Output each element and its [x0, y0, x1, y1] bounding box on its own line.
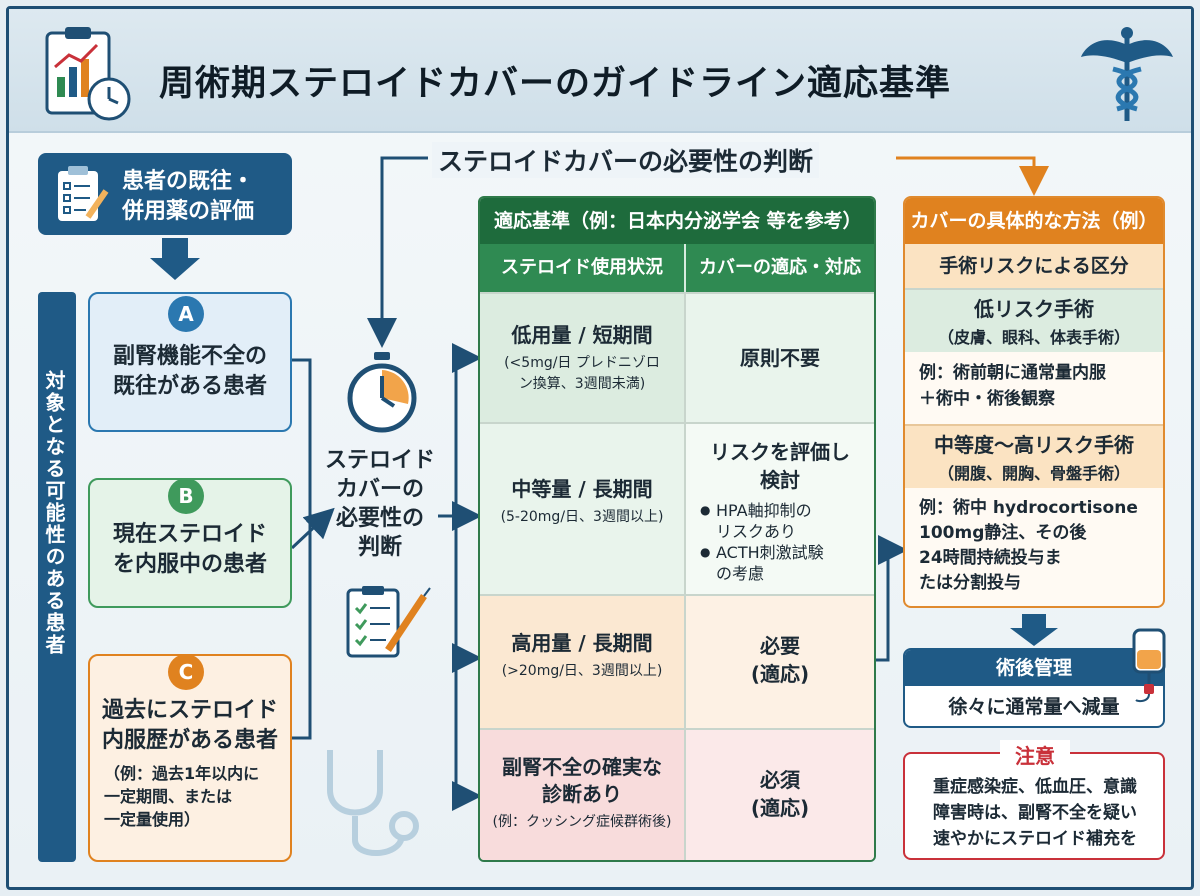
patient-b-text: 現在ステロイド を内服中の患者 [112, 522, 267, 577]
table-row: 中等量 / 長期間 (5-20mg/日、3週間以上) リスクを評価し 検討 HP… [480, 422, 874, 594]
judgement-label: ステロイド カバーの 必要性の 判断 [324, 448, 435, 560]
judgement-top-label: ステロイドカバーの必要性の判断 [432, 142, 820, 178]
table-row: 低用量 / 短期間 (<5mg/日 プレドニゾロ ン換算、3週間未満) 原則不要 [480, 292, 874, 422]
table-row: 高用量 / 長期間 (>20mg/日、3週間以上) 必要 (適応) [480, 594, 874, 728]
postop-body: 徐々に通常量へ減量 [948, 696, 1120, 718]
postop-title: 術後管理 [905, 650, 1163, 686]
coverage-method-box: カバーの具体的な方法（例） 手術リスクによる区分 低リスク手術 （皮膚、眼科、体… [903, 196, 1165, 608]
high-risk-example: 例：術中 hydrocortisone 100mg静注、その後 24時間持続投与… [919, 498, 1138, 593]
coverage-bullet-list: HPA軸抑制の リスクあり ACTH刺激試験 の考慮 [700, 500, 874, 584]
coverage-cell: 原則不要 [686, 294, 874, 422]
coverage-value: 必須 (適応) [750, 768, 810, 820]
column-coverage-header: カバーの適応・対応 [699, 257, 861, 278]
coverage-cell: リスクを評価し 検討 HPA軸抑制の リスクあり ACTH刺激試験 の考慮 [686, 424, 874, 594]
patient-a-text: 副腎機能不全の 既往がある患者 [112, 344, 267, 399]
usage-title: 低用量 / 短期間 [511, 323, 653, 347]
coverage-cell: 必要 (適応) [686, 596, 874, 728]
evaluation-box: 患者の既往・ 併用薬の評価 [38, 153, 292, 235]
checklist-syringe-icon [346, 586, 431, 658]
coverage-method-header: カバーの具体的な方法（例） [905, 198, 1163, 244]
criteria-table-header: 適応基準（例：日本内分泌学会 等を参考） [480, 198, 874, 244]
badge-c: C [168, 654, 204, 690]
low-risk-example: 例：術前朝に通常量内服 ＋術中・術後観察 [919, 363, 1106, 409]
surgical-risk-subheader: 手術リスクによる区分 [905, 244, 1163, 288]
usage-title: 中等量 / 長期間 [511, 477, 653, 501]
coverage-value: 必要 (適応) [750, 634, 810, 686]
usage-cell: 低用量 / 短期間 (<5mg/日 プレドニゾロ ン換算、3週間未満) [480, 294, 686, 422]
caution-title: 注意 [1000, 740, 1070, 769]
criteria-table: 適応基準（例：日本内分泌学会 等を参考） ステロイド使用状況 カバーの適応・対応… [478, 196, 876, 862]
usage-cell: 副腎不全の確実な 診断あり (例：クッシング症候群術後) [480, 730, 686, 860]
low-risk-detail: （皮膚、眼科、体表手術） [937, 328, 1130, 347]
stethoscope-icon [327, 750, 419, 856]
low-risk-header: 低リスク手術 （皮膚、眼科、体表手術） [905, 288, 1163, 352]
usage-cell: 高用量 / 長期間 (>20mg/日、3週間以上) [480, 596, 686, 728]
stopwatch-icon [347, 352, 417, 433]
low-risk-title: 低リスク手術 [974, 297, 1094, 321]
patient-c-note: （例：過去1年以内に 一定期間、または 一定量使用） [104, 764, 260, 829]
coverage-value: 原則不要 [740, 346, 820, 370]
usage-title: 高用量 / 長期間 [511, 631, 653, 655]
header-banner: 周術期ステロイドカバーのガイドライン適応基準 [9, 9, 1191, 133]
high-risk-detail: （開腹、開胸、骨盤手術） [937, 464, 1130, 483]
page-title: 周術期ステロイドカバーのガイドライン適応基準 [159, 64, 952, 104]
candidate-sidebar-label: 対象となる可能性のある患者 [42, 370, 66, 656]
patient-c-text: 過去にステロイド 内服歴がある患者 [101, 698, 278, 753]
caduceus-icon [1081, 27, 1173, 121]
clipboard-pen-icon [58, 166, 109, 221]
coverage-value: リスクを評価し 検討 [710, 440, 850, 492]
clipboard-chart-clock-icon [45, 27, 131, 121]
coverage-bullet: ACTH刺激試験 の考慮 [700, 542, 874, 584]
usage-title: 副腎不全の確実な 診断あり [502, 755, 662, 806]
badge-a: A [168, 296, 204, 332]
caution-box: 注意 重症感染症、低血圧、意識 障害時は、副腎不全を疑い 速やかにステロイド補充… [903, 740, 1165, 860]
high-risk-title: 中等度〜高リスク手術 [934, 433, 1134, 457]
caution-body: 重症感染症、低血圧、意識 障害時は、副腎不全を疑い 速やかにステロイド補充を [933, 777, 1137, 849]
table-row: 副腎不全の確実な 診断あり (例：クッシング症候群術後) 必須 (適応) [480, 728, 874, 860]
coverage-bullet: HPA軸抑制の リスクあり [700, 500, 874, 542]
column-usage-header: ステロイド使用状況 [480, 244, 686, 292]
badge-b: B [168, 478, 204, 514]
high-risk-header: 中等度〜高リスク手術 （開腹、開胸、骨盤手術） [905, 424, 1163, 488]
usage-detail: (5-20mg/日、3週間以上) [500, 509, 664, 525]
coverage-cell: 必須 (適応) [686, 730, 874, 860]
usage-cell: 中等量 / 長期間 (5-20mg/日、3週間以上) [480, 424, 686, 594]
candidate-sidebar [38, 292, 76, 862]
usage-detail: (例：クッシング症候群術後) [492, 814, 672, 830]
iv-bag-icon [1132, 628, 1166, 703]
postop-box: 術後管理 徐々に通常量へ減量 [903, 648, 1165, 728]
usage-detail: (>20mg/日、3週間以上) [501, 663, 663, 679]
usage-detail: (<5mg/日 プレドニゾロ ン換算、3週間未満) [504, 355, 660, 392]
criteria-column-headers: ステロイド使用状況 カバーの適応・対応 [480, 244, 874, 292]
evaluation-label: 患者の既往・ 併用薬の評価 [122, 169, 255, 224]
